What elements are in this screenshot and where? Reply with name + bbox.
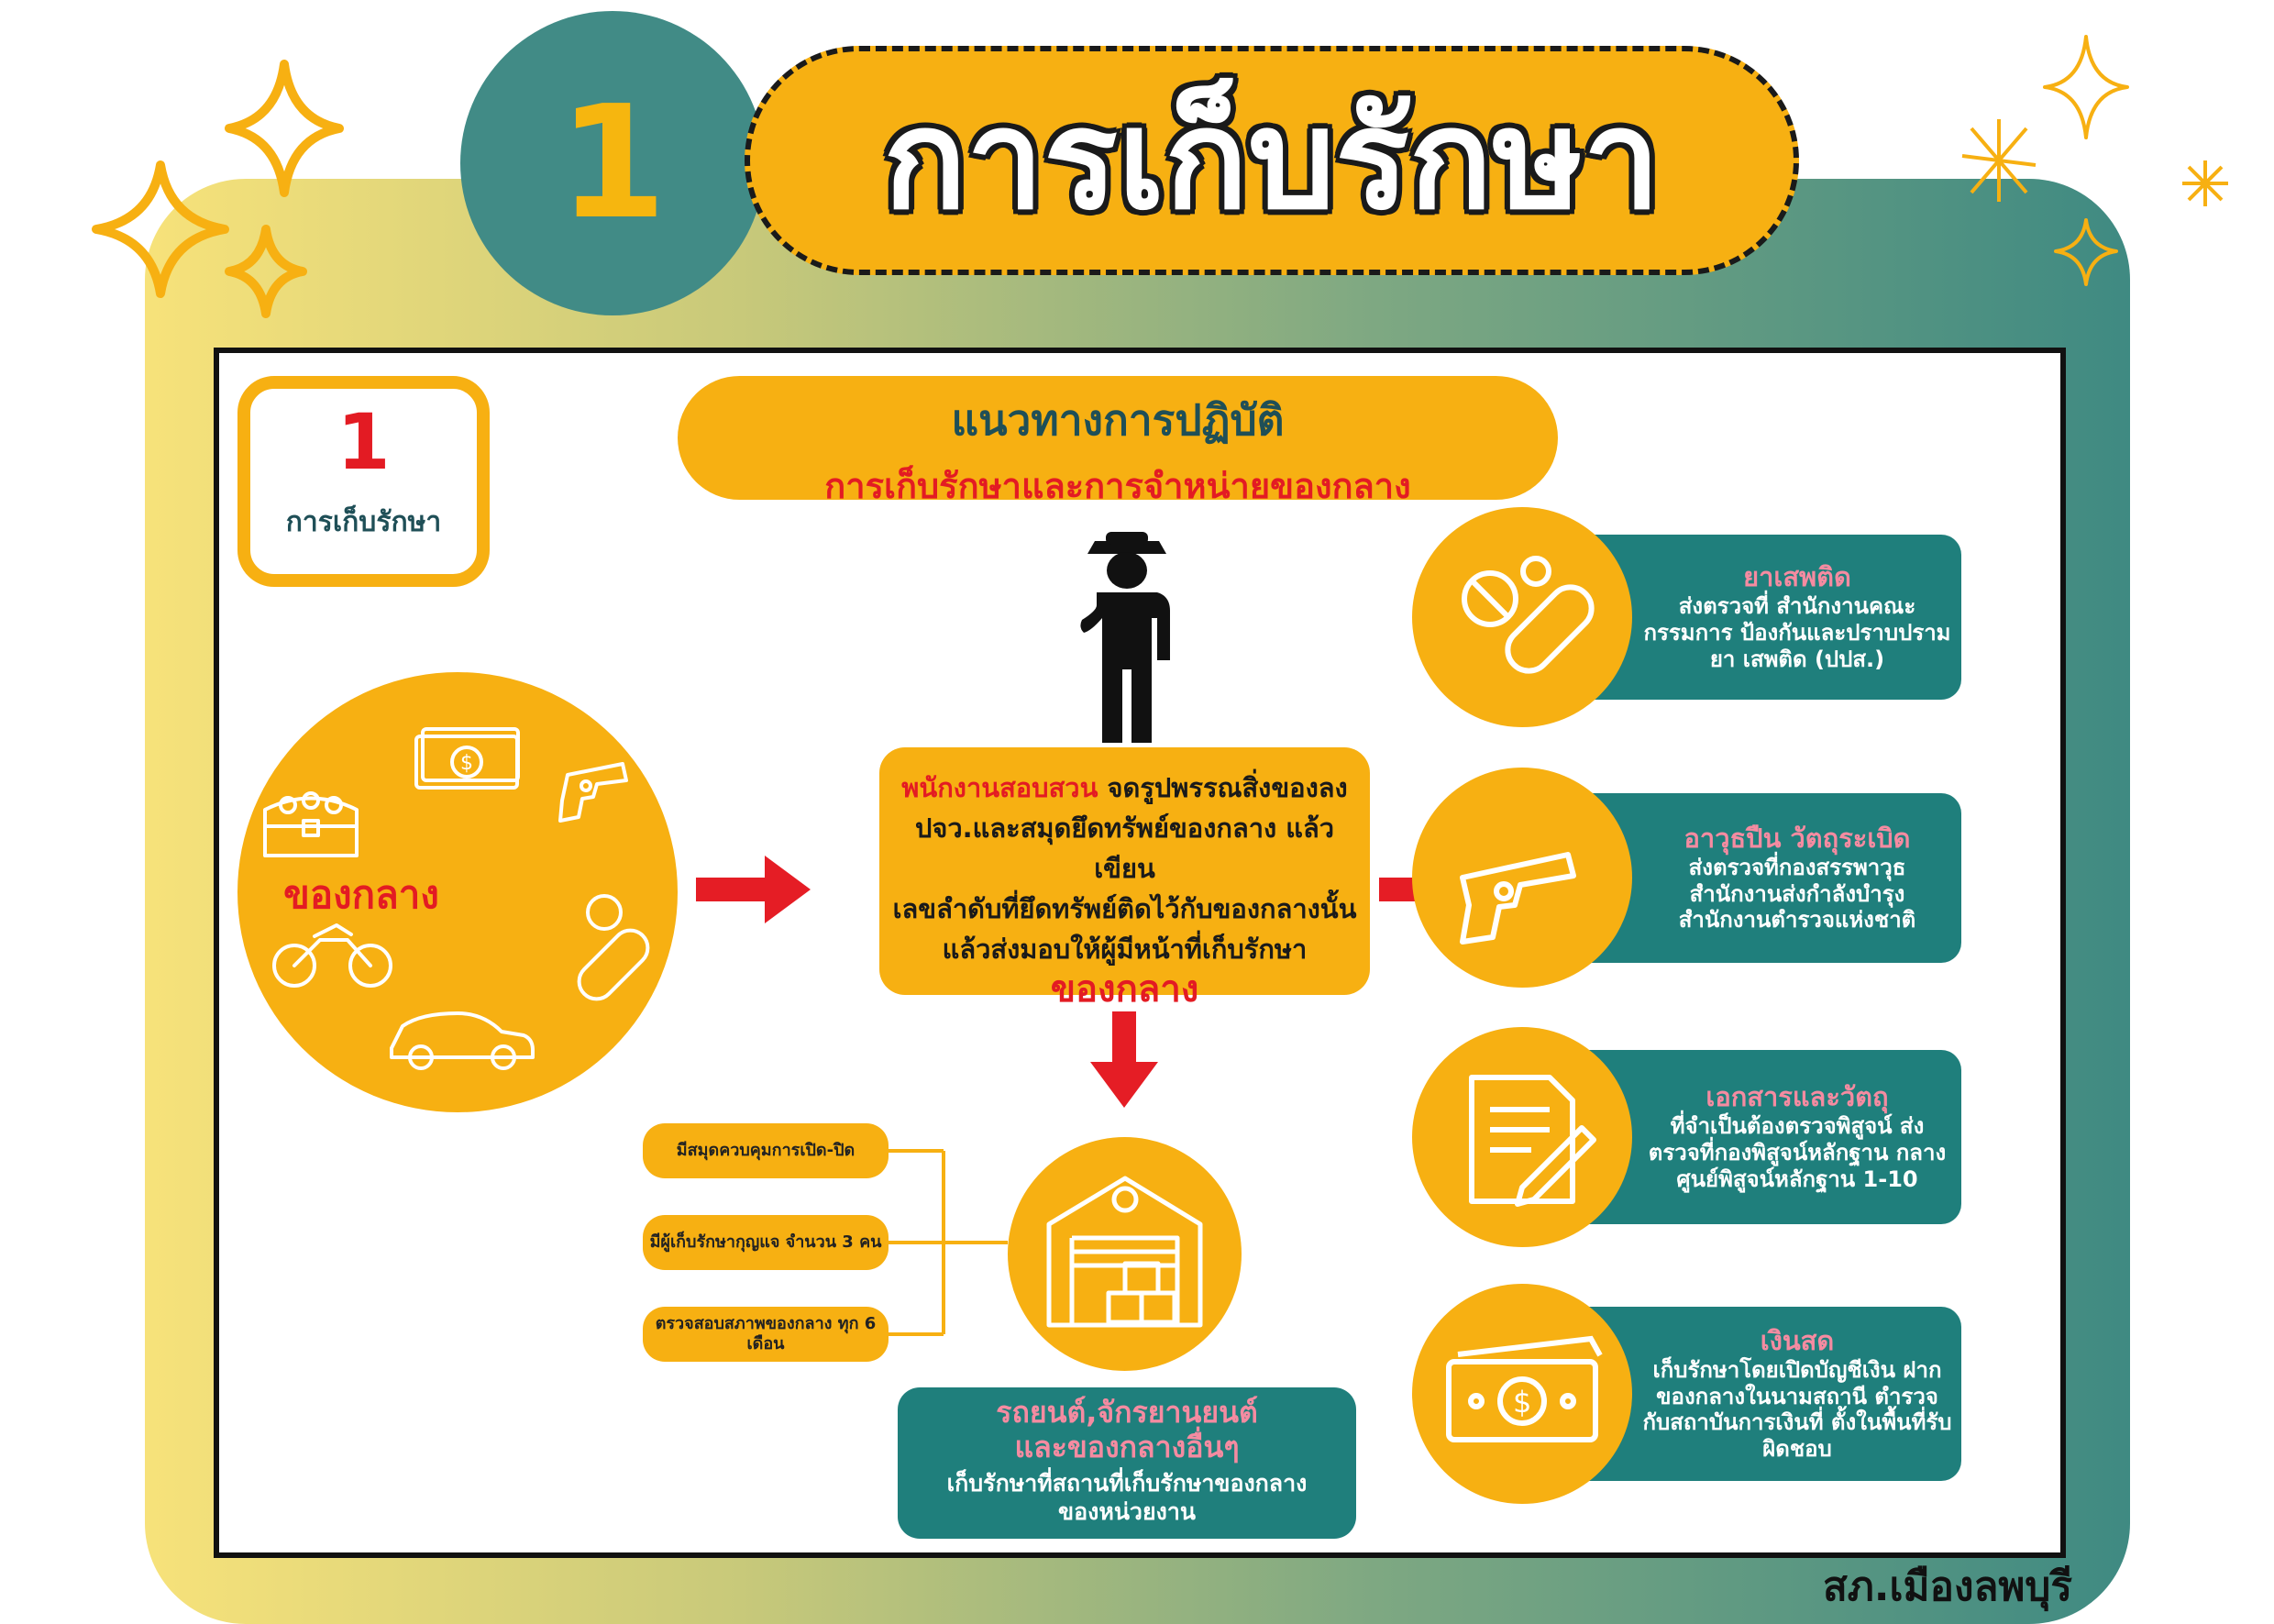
weapons-circle xyxy=(1412,768,1632,988)
warehouse-icon xyxy=(1046,1176,1203,1328)
drugs-circle xyxy=(1412,507,1632,727)
procedure-line5: ของกลาง xyxy=(1050,968,1199,1011)
guideline-title: แนวทางการปฏิบัติ xyxy=(951,395,1285,445)
documents-circle xyxy=(1412,1027,1632,1247)
evidence-icons: $ xyxy=(263,727,650,1070)
warehouse-circle xyxy=(1008,1137,1242,1371)
storage-rule: มีผู้เก็บรักษากุญแจ จำนวน 3 คน xyxy=(643,1215,889,1270)
badge-label: การเก็บรักษา xyxy=(285,506,442,538)
motorcycle-icon xyxy=(272,923,392,988)
storage-rule: ตรวจสอบสภาพของกลาง ทุก 6 เดือน xyxy=(643,1307,889,1362)
page-title: การเก็บรักษา xyxy=(883,81,1661,240)
footer-credit: สภ.เมืองลพบุรี xyxy=(1822,1563,2072,1610)
evidence-label: ของกลาง xyxy=(283,872,439,917)
cash-circle: $ xyxy=(1412,1284,1632,1504)
documents-body: ที่จำเป็นต้องตรวจพิสูจน์ ส่ง ตรวจที่กองพ… xyxy=(1648,1113,1947,1192)
header-number-circle: 1 xyxy=(460,11,765,315)
header-number: 1 xyxy=(557,72,668,254)
vehicles-box: รถยนต์,จักรยานยนต์ และของกลางอื่นๆ เก็บร… xyxy=(898,1387,1356,1539)
sparkle-icon xyxy=(225,60,344,197)
guideline-subtitle: การเก็บรักษาและการจำหน่ายของกลาง xyxy=(824,466,1411,506)
cash-card: $ เงินสด เก็บรักษาโดยเปิดบัญชีเงิน ฝากขอ… xyxy=(1412,1284,1961,1504)
asterisk-icon xyxy=(2182,160,2228,206)
pills-icon xyxy=(1462,556,1595,674)
content-panel: 1 การเก็บรักษา แนวทางการปฏิบัติ การเก็บร… xyxy=(214,348,2066,1558)
procedure-line3: เลขลำดับที่ยึดทรัพย์ติดไว้กับของกลางนั้น xyxy=(892,893,1357,925)
police-officer-icon xyxy=(1080,532,1170,743)
evidence-circle: ของกลาง $ xyxy=(237,672,678,1112)
vehicles-heading: รถยนต์,จักรยานยนต์ และของกลางอื่นๆ xyxy=(996,1395,1258,1465)
gun-icon xyxy=(558,762,628,823)
weapons-heading: อาวุธปืน วัตถุระเบิด xyxy=(1683,822,1911,854)
sparkle-icon xyxy=(2054,218,2118,286)
sparkle-icons-left xyxy=(92,60,344,318)
svg-text:$: $ xyxy=(460,752,473,775)
storage-rule: มีสมุดควบคุมการเปิด-ปิด xyxy=(643,1123,889,1178)
cash-heading: เงินสด xyxy=(1760,1325,1835,1356)
treasure-chest-icon xyxy=(263,791,359,857)
procedure-highlight: พนักงานสอบสวน xyxy=(901,772,1098,803)
drugs-card: ยาเสพติด ส่งตรวจที่ สำนักงานคณะกรรมการ ป… xyxy=(1412,507,1961,727)
document-pen-icon xyxy=(1469,1075,1596,1207)
starburst-icon xyxy=(1961,119,2037,202)
svg-text:$: $ xyxy=(1513,1385,1531,1420)
arrow-down-icon xyxy=(1090,1011,1158,1108)
header-title-pill: การเก็บรักษา xyxy=(745,46,1799,275)
weapons-body: ส่งตรวจที่กองสรรพาวุธ สำนักงานส่งกำลังบำ… xyxy=(1678,854,1916,934)
section-badge: 1 การเก็บรักษา xyxy=(237,376,490,587)
weapons-card: อาวุธปืน วัตถุระเบิด ส่งตรวจที่กองสรรพาว… xyxy=(1412,768,1961,988)
sparkle-icon xyxy=(2043,35,2129,139)
cash-icon: $ xyxy=(414,727,520,790)
connector-lines xyxy=(889,1149,1008,1336)
pills-icon xyxy=(577,894,650,1001)
cash-body: เก็บรักษาโดยเปิดบัญชีเงิน ฝากของกลางในนา… xyxy=(1642,1356,1952,1463)
sparkle-icons-right xyxy=(1961,35,2228,286)
guideline-banner: แนวทางการปฏิบัติ การเก็บรักษาและการจำหน่… xyxy=(678,376,1558,506)
documents-heading: เอกสารและวัตถุ xyxy=(1706,1081,1889,1113)
drugs-heading: ยาเสพติด xyxy=(1743,561,1851,593)
sparkle-icon xyxy=(225,225,307,318)
sparkle-icon xyxy=(92,160,229,298)
car-icon xyxy=(390,1011,535,1070)
procedure-box: พนักงานสอบสวน จดรูปพรรณสิ่งของลง ปจว.และ… xyxy=(879,747,1370,1010)
gun-icon xyxy=(1460,852,1576,945)
procedure-line1: จดรูปพรรณสิ่งของลง xyxy=(1098,772,1348,803)
cash-icon: $ xyxy=(1446,1335,1603,1442)
procedure-line4: แล้วส่งมอบให้ผู้มีหน้าที่เก็บรักษา xyxy=(942,934,1308,966)
badge-number: 1 xyxy=(337,397,391,487)
arrow-right-icon xyxy=(696,856,811,923)
documents-card: เอกสารและวัตถุ ที่จำเป็นต้องตรวจพิสูจน์ … xyxy=(1412,1027,1961,1247)
vehicles-body: เก็บรักษาที่สถานที่เก็บรักษาของกลาง ของห… xyxy=(946,1469,1308,1526)
procedure-line2: ปจว.และสมุดยึดทรัพย์ของกลาง แล้วเขียน xyxy=(914,812,1335,885)
drugs-body: ส่งตรวจที่ สำนักงานคณะกรรมการ ป้องกันและ… xyxy=(1643,593,1951,672)
